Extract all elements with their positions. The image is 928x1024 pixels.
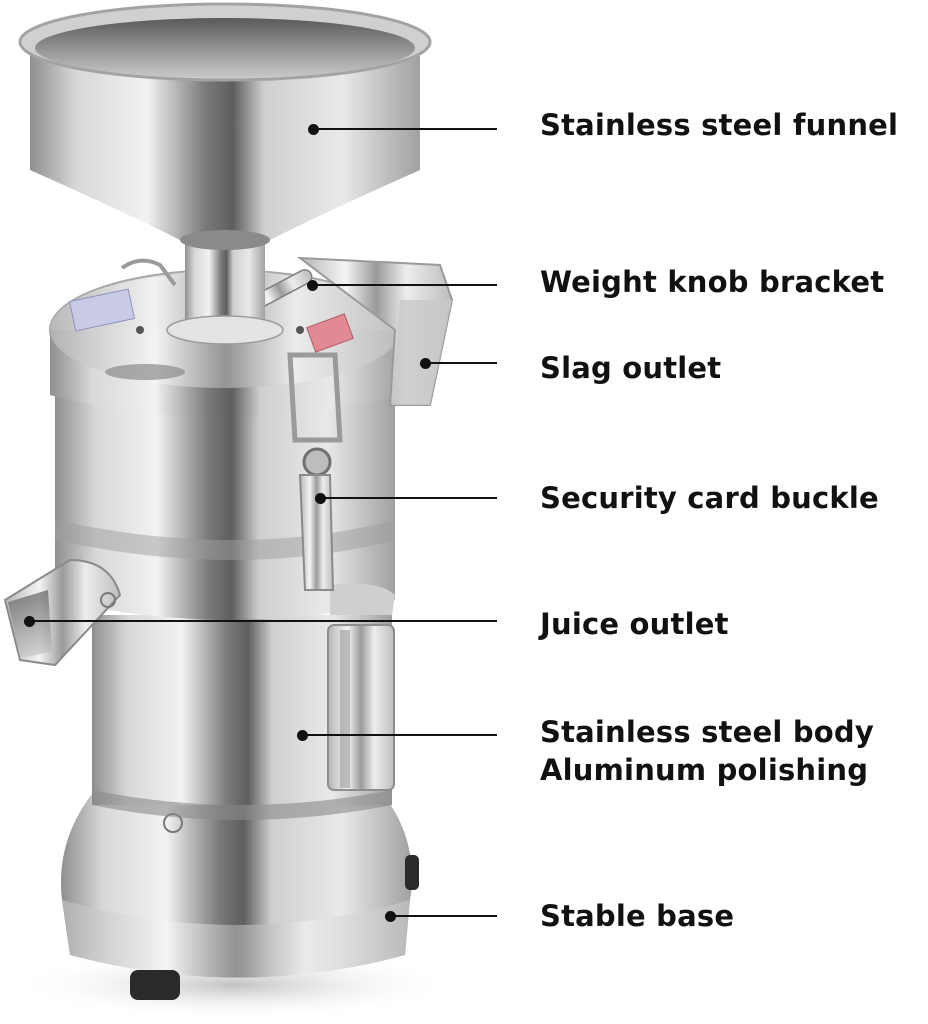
label-juice-outlet: Juice outlet	[540, 607, 729, 641]
stable-base-shape	[60, 790, 419, 1000]
callout-line	[312, 284, 497, 286]
callout-line	[29, 620, 497, 622]
funnel-neck-shape	[166, 240, 284, 345]
label-weight-knob-bracket: Weight knob bracket	[540, 265, 885, 299]
label-security-card-buckle: Security card buckle	[540, 481, 879, 515]
slag-outlet-shape	[296, 256, 454, 406]
callout-line	[313, 128, 497, 130]
stainless-steel-funnel-shape	[18, 2, 432, 250]
label-slag-outlet: Slag outlet	[540, 351, 722, 385]
callout-line	[390, 915, 497, 917]
callout-line	[425, 362, 497, 364]
callout-line	[302, 734, 497, 736]
label-stainless-steel-body: Stainless steel body	[540, 715, 874, 749]
label-stable-base: Stable base	[540, 899, 735, 933]
callout-line	[320, 497, 497, 499]
security-card-buckle-shape	[287, 352, 343, 591]
stainless-steel-body-shape	[92, 615, 395, 820]
juice-outlet-shape	[3, 558, 122, 667]
label-stainless-steel-funnel: Stainless steel funnel	[540, 108, 899, 142]
label-aluminum-polishing: Aluminum polishing	[540, 753, 869, 787]
